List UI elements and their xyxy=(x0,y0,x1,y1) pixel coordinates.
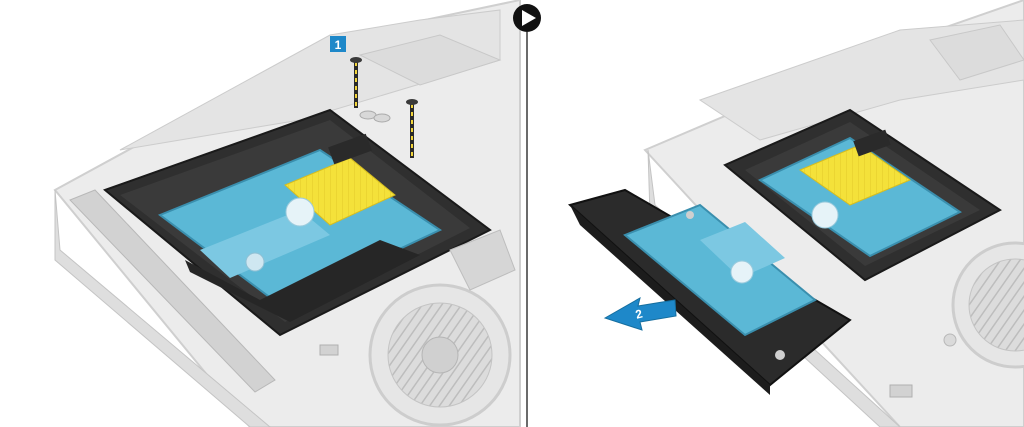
chassis-clip xyxy=(889,384,913,398)
cooling-fan xyxy=(368,283,512,427)
chassis-bracket xyxy=(449,229,516,291)
drive-pcb-highlight xyxy=(700,222,785,278)
screw-icon xyxy=(406,99,418,158)
drive-spindle xyxy=(730,260,754,284)
step-2-label: 2 xyxy=(634,306,644,321)
panel-divider xyxy=(513,4,541,427)
screw-hole xyxy=(373,113,391,123)
drive-caddy-rail xyxy=(185,240,420,322)
hard-drive xyxy=(623,203,817,337)
drive-spindle xyxy=(811,201,839,229)
chassis-clip xyxy=(319,344,339,356)
drive-label xyxy=(798,144,912,206)
drive-connector xyxy=(853,129,891,157)
right-panel: 2 xyxy=(567,0,1024,427)
step-badge-1: 1 xyxy=(330,36,346,52)
drive-pcb-highlight xyxy=(200,210,330,278)
chassis-port xyxy=(358,34,502,86)
chassis-port xyxy=(929,24,1024,81)
play-circle-icon xyxy=(513,4,541,32)
caddy-screw xyxy=(686,211,694,219)
cooling-fan xyxy=(951,241,1024,369)
optical-drive-caddy xyxy=(567,188,852,395)
optical-bay-front xyxy=(69,189,276,393)
chassis-front-edge xyxy=(54,189,271,427)
chassis-screw-hole xyxy=(943,333,957,347)
caddy-screw xyxy=(775,350,785,360)
screw-icon xyxy=(350,57,362,108)
left-panel: 1 xyxy=(53,0,521,427)
drive-connector xyxy=(328,133,372,165)
step-1-label: 1 xyxy=(335,38,342,52)
arrow-left-icon: 2 xyxy=(603,296,677,331)
drive-chip xyxy=(245,252,265,272)
drive-spindle xyxy=(285,197,315,227)
